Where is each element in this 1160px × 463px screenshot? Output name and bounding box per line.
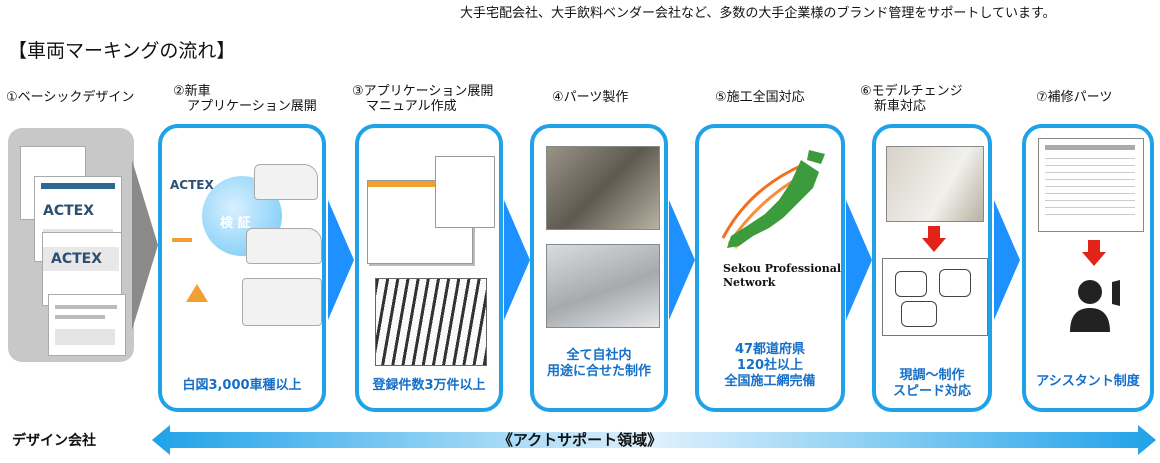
step-label-7: ⑦補修パーツ [1036,90,1113,105]
operator-icon [1070,280,1120,332]
card-model-change: 現調～制作 スピード対応 [872,124,992,412]
chevron-right-icon-1 [328,200,354,320]
chevron-right-icon [132,160,158,330]
ax-logo [186,284,208,302]
step-label-6: ⑥モデルチェンジ 新車対応 [860,84,963,114]
repair-order-sheet [1038,138,1144,232]
down-arrow-icon-2 [1082,240,1106,266]
design-sheet-4 [48,294,126,356]
factory-photo-2 [546,244,660,328]
vehicle-drawing [882,258,988,336]
actex-logo-3: ACTEX [170,178,214,192]
support-area-label: 《アクトサポート領域》 [497,431,663,449]
network-label: Sekou Professional Network [723,262,842,289]
manual-binders-image [375,278,487,366]
chevron-right-icon-4 [846,200,872,320]
card-nationwide: Sekou Professional Network 47都道府県 120社以上… [695,124,845,412]
van-image-2 [246,228,322,264]
van-image-1 [254,164,318,200]
design-company-label: デザイン会社 [12,433,96,449]
card-parts: 全て自社内 用途に合せた制作 [530,124,668,412]
caption-repair-parts: アシスタント制度 [1036,374,1140,389]
manual-page-2 [435,156,495,228]
actex-logo: ACTEX [43,203,95,219]
step-label-5: ⑤施工全国対応 [715,90,805,105]
caption-nationwide: 47都道府県 120社以上 全国施工網完備 [724,342,816,389]
card-repair-parts: アシスタント制度 [1022,124,1154,412]
card-manual: 登録件数3万件以上 [355,124,503,412]
truck-image [242,278,322,326]
chevron-right-icon-5 [994,200,1020,320]
step-label-1: ①ベーシックデザイン [6,90,135,105]
card-new-car: 検 証 ACTEX 白図3,000車種以上 [158,124,326,412]
basic-design-panel: ACTEX ACTEX [8,128,134,362]
caption-new-car: 白図3,000車種以上 [182,378,302,393]
down-arrow-icon [922,226,946,252]
support-area-band [152,425,1156,455]
japan-map-icon [721,150,825,249]
factory-photo-1 [546,146,660,230]
verify-label: 検 証 [220,216,251,231]
caption-manual: 登録件数3万件以上 [372,378,486,393]
caption-parts: 全て自社内 用途に合せた制作 [546,348,651,379]
step-label-2: ②新車 アプリケーション展開 [173,84,317,114]
chevron-right-icon-3 [669,200,695,320]
tagline: 大手宅配会社、大手飲料ベンダー会社など、多数の大手企業様のブランド管理をサポート… [460,6,1056,21]
section-title: 【車両マーキングの流れ】 [8,40,236,62]
chevron-right-icon-2 [504,200,530,320]
actex-logo-2: ACTEX [51,251,103,267]
step-label-3: ③アプリケーション展開 マニュアル作成 [352,84,494,114]
design-sheet-3: ACTEX [42,232,122,306]
vehicle-survey-photo [886,146,984,222]
caption-model-change: 現調～制作 スピード対応 [892,368,971,399]
step-label-4: ④パーツ製作 [552,90,629,105]
brand-stripe [172,238,192,242]
